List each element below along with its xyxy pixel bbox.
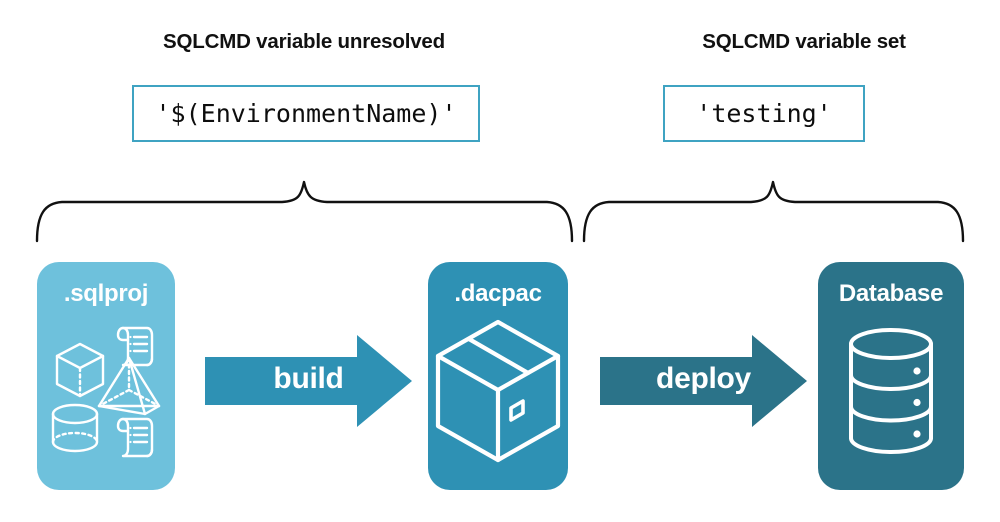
dacpac-icon-wrap <box>428 314 568 479</box>
card-label-sqlproj: .sqlproj <box>63 280 149 307</box>
artifact-card-sqlproj: .sqlproj <box>37 262 175 490</box>
arrow-right-icon <box>600 335 807 427</box>
pyramid-icon <box>97 356 161 416</box>
scroll-icon <box>116 417 154 458</box>
card-label-dacpac: .dacpac <box>454 280 542 307</box>
artifact-card-database: Database <box>818 262 964 490</box>
brace-right-icon <box>582 180 965 243</box>
database-icon-wrap <box>818 314 964 479</box>
artifact-card-dacpac: .dacpac <box>428 262 568 490</box>
sqlproj-icon-cluster <box>37 314 175 479</box>
section-heading-set: SQLCMD variable set <box>702 30 906 53</box>
database-cylinder-icon <box>849 328 933 454</box>
cylinder-icon <box>51 403 99 453</box>
brace-left-icon <box>35 180 574 243</box>
package-box-icon <box>435 319 561 463</box>
section-heading-unresolved: SQLCMD variable unresolved <box>163 30 445 53</box>
scroll-icon <box>116 326 154 367</box>
arrow-right-icon <box>205 335 412 427</box>
sqlcmd-variable-set-value: 'testing' <box>663 85 865 142</box>
sqlcmd-variable-unresolved-value: '$(EnvironmentName)' <box>132 85 480 142</box>
card-label-database: Database <box>838 280 944 307</box>
arrow-deploy: deploy <box>600 335 807 427</box>
arrow-build: build <box>205 335 412 427</box>
cube-icon <box>55 342 105 398</box>
